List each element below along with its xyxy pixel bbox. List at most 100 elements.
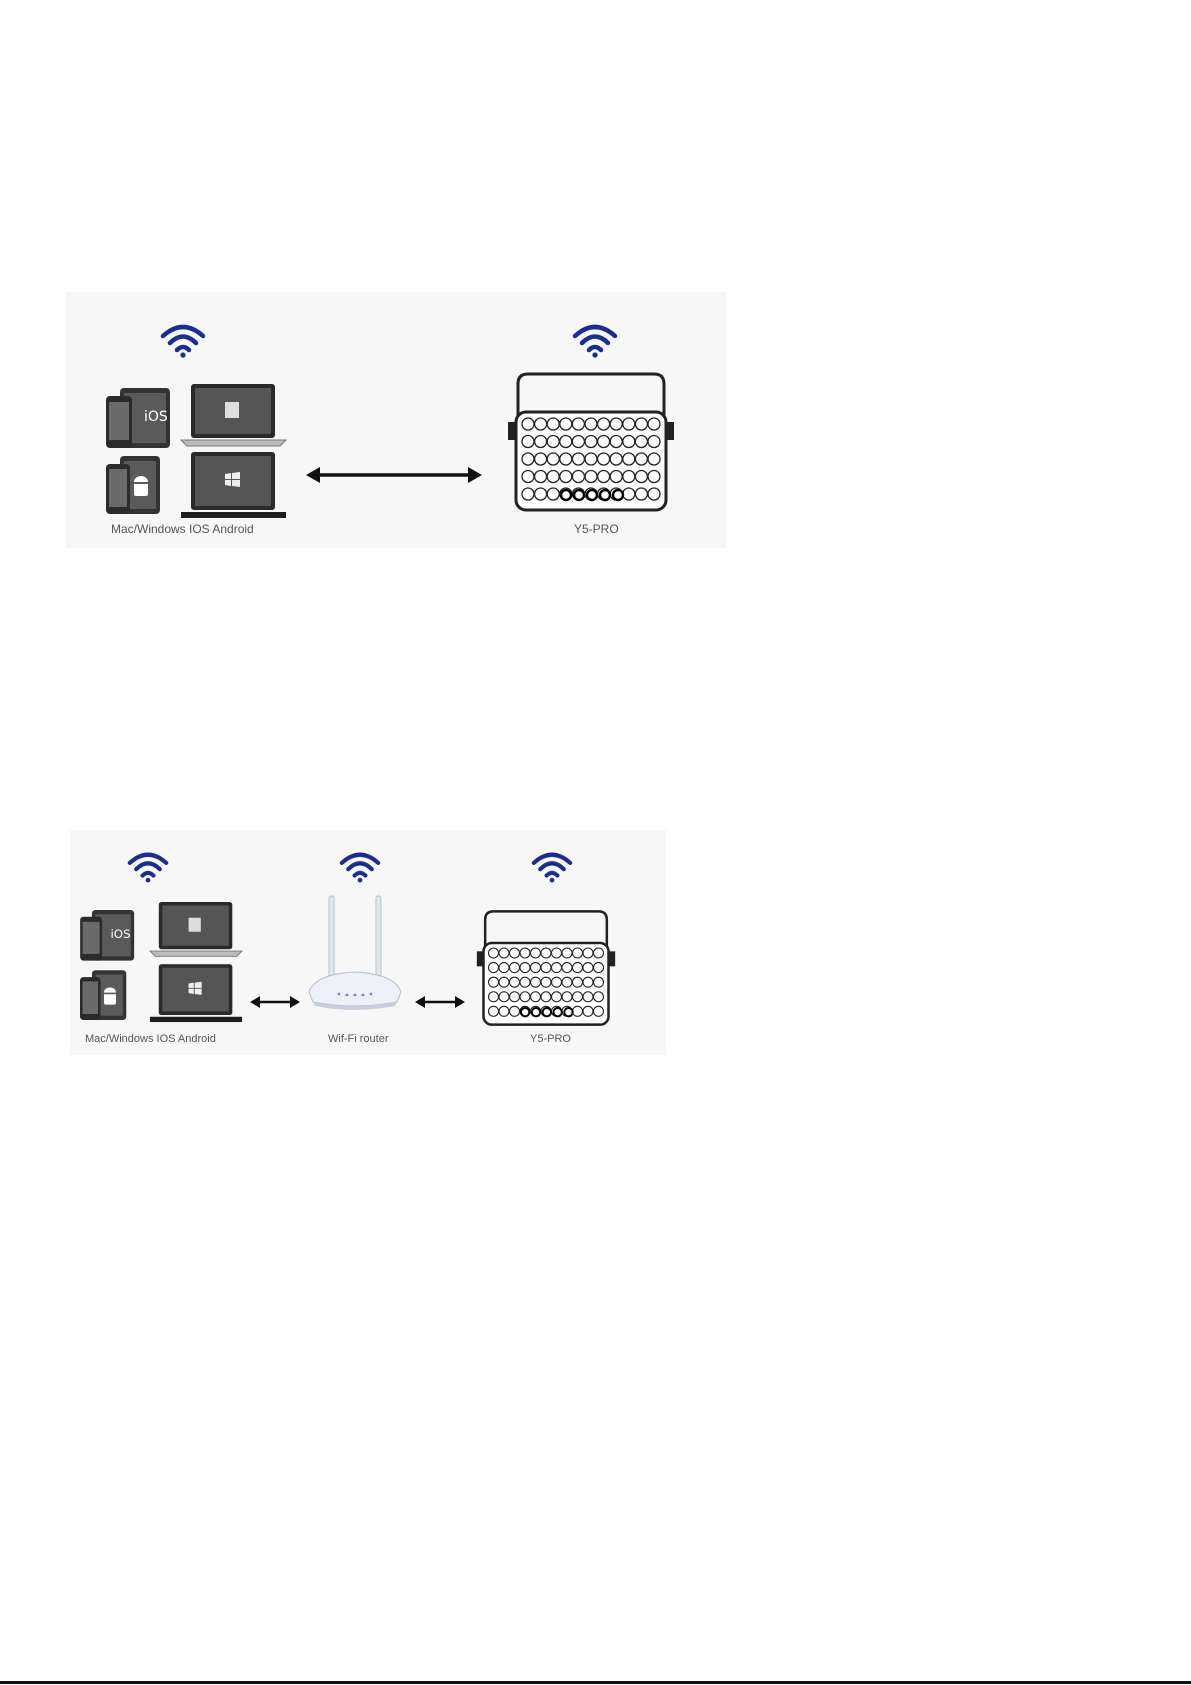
speaker-key — [499, 992, 509, 1002]
speaker-control-key — [600, 490, 610, 500]
page-bottom-rule — [0, 1681, 1191, 1684]
speaker-key — [531, 963, 541, 973]
speaker-key — [635, 418, 647, 430]
double-arrow-icon — [415, 995, 465, 1009]
devices-label: Mac/Windows IOS Android — [85, 1033, 216, 1045]
router-label: Wif-Fi router — [328, 1033, 389, 1045]
speaker-key — [520, 992, 530, 1002]
speaker-key — [535, 436, 547, 448]
speaker-key — [648, 418, 660, 430]
ios-text: iOS — [144, 409, 168, 425]
speaker-key — [520, 948, 530, 958]
double-arrow-icon — [306, 466, 482, 484]
product-label: Y5-PRO — [574, 522, 619, 536]
speaker-key — [499, 977, 509, 987]
speaker-key — [585, 418, 597, 430]
speaker-key — [583, 992, 593, 1002]
speaker-key — [535, 418, 547, 430]
speaker-key — [572, 471, 584, 483]
speaker-key — [610, 453, 622, 465]
speaker-key — [585, 436, 597, 448]
speaker-key — [531, 992, 541, 1002]
speaker-key — [547, 436, 559, 448]
speaker-key — [598, 436, 610, 448]
speaker-key — [585, 471, 597, 483]
speaker-key — [560, 453, 572, 465]
speaker-key — [535, 488, 547, 500]
laptop-mac-icon — [150, 902, 242, 958]
speaker-key — [547, 418, 559, 430]
speaker-key — [573, 977, 583, 987]
speaker-key — [610, 436, 622, 448]
speaker-key — [510, 992, 520, 1002]
speaker-key — [547, 488, 559, 500]
speaker-key — [648, 471, 660, 483]
speaker-key — [547, 453, 559, 465]
speaker-control-key — [543, 1008, 551, 1016]
speaker-key — [489, 948, 499, 958]
speaker-control-key — [561, 490, 571, 500]
speaker-key — [583, 1006, 593, 1016]
speaker-control-key — [564, 1008, 572, 1016]
speaker-control-key — [587, 490, 597, 500]
speaker-control-key — [613, 490, 623, 500]
speaker-key — [585, 453, 597, 465]
speaker-key — [562, 977, 572, 987]
speaker-key — [648, 453, 660, 465]
speaker-key — [573, 1006, 583, 1016]
speaker-key — [535, 471, 547, 483]
speaker-key — [520, 963, 530, 973]
direct-connection-diagram: iOS Mac/Windows IOS Android Y5-PRO — [66, 292, 726, 548]
speaker-key — [573, 948, 583, 958]
speaker-key — [573, 963, 583, 973]
speaker-key — [583, 948, 593, 958]
speaker-key — [572, 418, 584, 430]
tablet-phone-ios-icon: iOS — [106, 388, 172, 452]
product-label: Y5-PRO — [530, 1033, 571, 1045]
speaker-key — [623, 453, 635, 465]
speaker-key — [623, 471, 635, 483]
speaker-control-key — [554, 1008, 562, 1016]
speaker-key — [635, 488, 647, 500]
speaker-key — [610, 418, 622, 430]
speaker-key — [541, 992, 551, 1002]
speaker-key — [489, 977, 499, 987]
speaker-key — [572, 436, 584, 448]
speaker-key — [594, 1006, 604, 1016]
speaker-key — [552, 977, 562, 987]
speaker-key — [562, 963, 572, 973]
speaker-key — [510, 948, 520, 958]
speaker-key — [610, 471, 622, 483]
speaker-key — [583, 963, 593, 973]
speaker-key — [635, 471, 647, 483]
speaker-key — [594, 948, 604, 958]
laptop-windows-icon — [150, 964, 242, 1024]
speaker-key — [623, 488, 635, 500]
speaker-key — [489, 963, 499, 973]
speaker-key — [594, 992, 604, 1002]
speaker-control-key — [532, 1008, 540, 1016]
speaker-key — [510, 977, 520, 987]
speaker-key — [531, 948, 541, 958]
speaker-control-key — [574, 490, 584, 500]
speaker-key — [623, 418, 635, 430]
ios-text: iOS — [111, 927, 131, 941]
speaker-key — [635, 436, 647, 448]
speaker-key — [583, 977, 593, 987]
speaker-key — [531, 977, 541, 987]
speaker-key — [648, 436, 660, 448]
speaker-key — [560, 418, 572, 430]
speaker-key — [594, 963, 604, 973]
speaker-key — [648, 488, 660, 500]
speaker-key — [594, 977, 604, 987]
wifi-icon — [340, 850, 380, 883]
speaker-key — [560, 436, 572, 448]
double-arrow-icon — [250, 995, 300, 1009]
speaker-key — [510, 963, 520, 973]
wifi-icon — [161, 322, 205, 358]
router-connection-diagram: iOS Mac/Windows IOS Android Wif-Fi — [70, 830, 666, 1055]
speaker-key — [552, 992, 562, 1002]
laptop-mac-icon — [181, 384, 286, 448]
speaker-key — [623, 436, 635, 448]
speaker-key — [510, 1006, 520, 1016]
